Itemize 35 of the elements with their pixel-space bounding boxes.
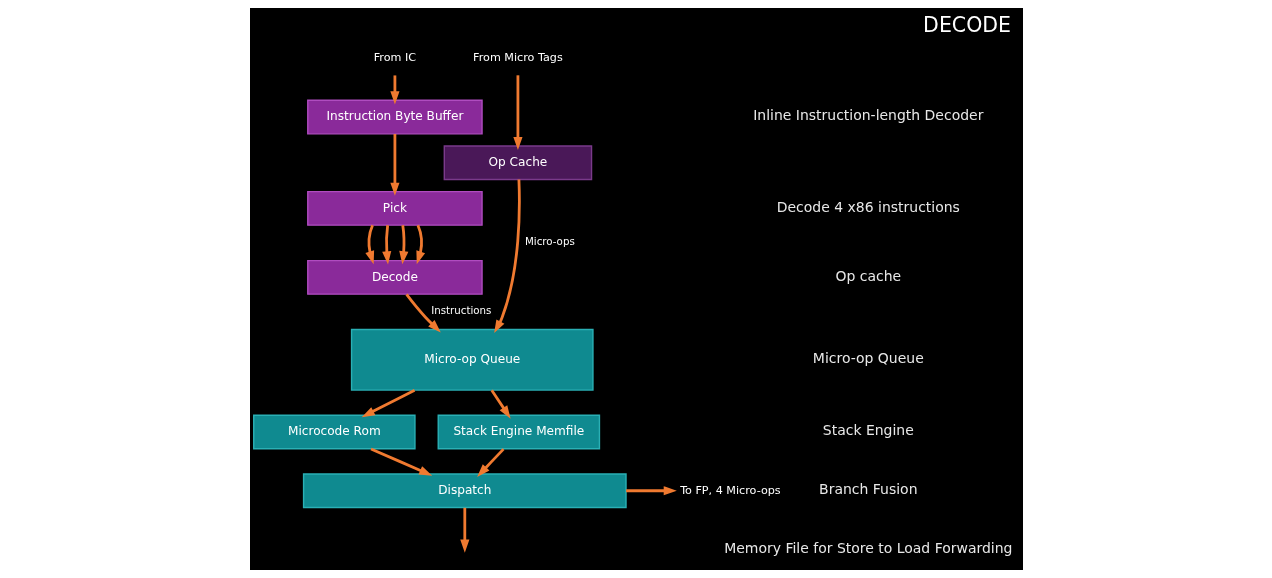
node-text: From Micro Tags <box>472 51 563 65</box>
arrow <box>364 224 374 265</box>
arrow <box>490 389 511 419</box>
arrow <box>459 507 469 553</box>
node-box: Stack Engine Memfile <box>437 414 600 450</box>
edge-label: Micro-ops <box>524 235 575 248</box>
arrow <box>381 225 391 265</box>
node-box: Op Cache <box>443 145 592 181</box>
label: Stack Engine <box>822 422 914 439</box>
diagram-title: DECODE <box>922 12 1011 37</box>
arrow <box>625 486 677 496</box>
node-box: Micro-op Queue <box>350 328 594 391</box>
label: Micro-op Queue <box>812 350 924 367</box>
node-box: Pick <box>306 190 483 226</box>
arrow <box>361 388 415 418</box>
node-box: Microcode Rom <box>252 414 416 450</box>
arrow <box>398 225 408 265</box>
label: Inline Instruction-length Decoder <box>752 107 983 124</box>
arrow <box>493 179 521 334</box>
edge-label: Instructions <box>430 304 491 317</box>
node-box: Decode <box>306 259 483 295</box>
node-text: From IC <box>373 51 416 65</box>
arrow <box>369 447 432 476</box>
arrow <box>404 293 441 333</box>
node-box: Instruction Byte Buffer <box>306 99 483 135</box>
arrow <box>415 224 425 265</box>
arrow <box>512 75 522 151</box>
label: Decode 4 x86 instructions <box>776 198 960 215</box>
label: Branch Fusion <box>818 481 918 498</box>
node-text: To FP, 4 Micro-ops <box>679 483 781 497</box>
arrow <box>476 448 504 477</box>
label: Memory File for Store to Load Forwarding <box>723 539 1012 556</box>
arrow <box>389 134 399 196</box>
node-box: Dispatch <box>302 473 627 509</box>
label: Op cache <box>834 267 901 284</box>
